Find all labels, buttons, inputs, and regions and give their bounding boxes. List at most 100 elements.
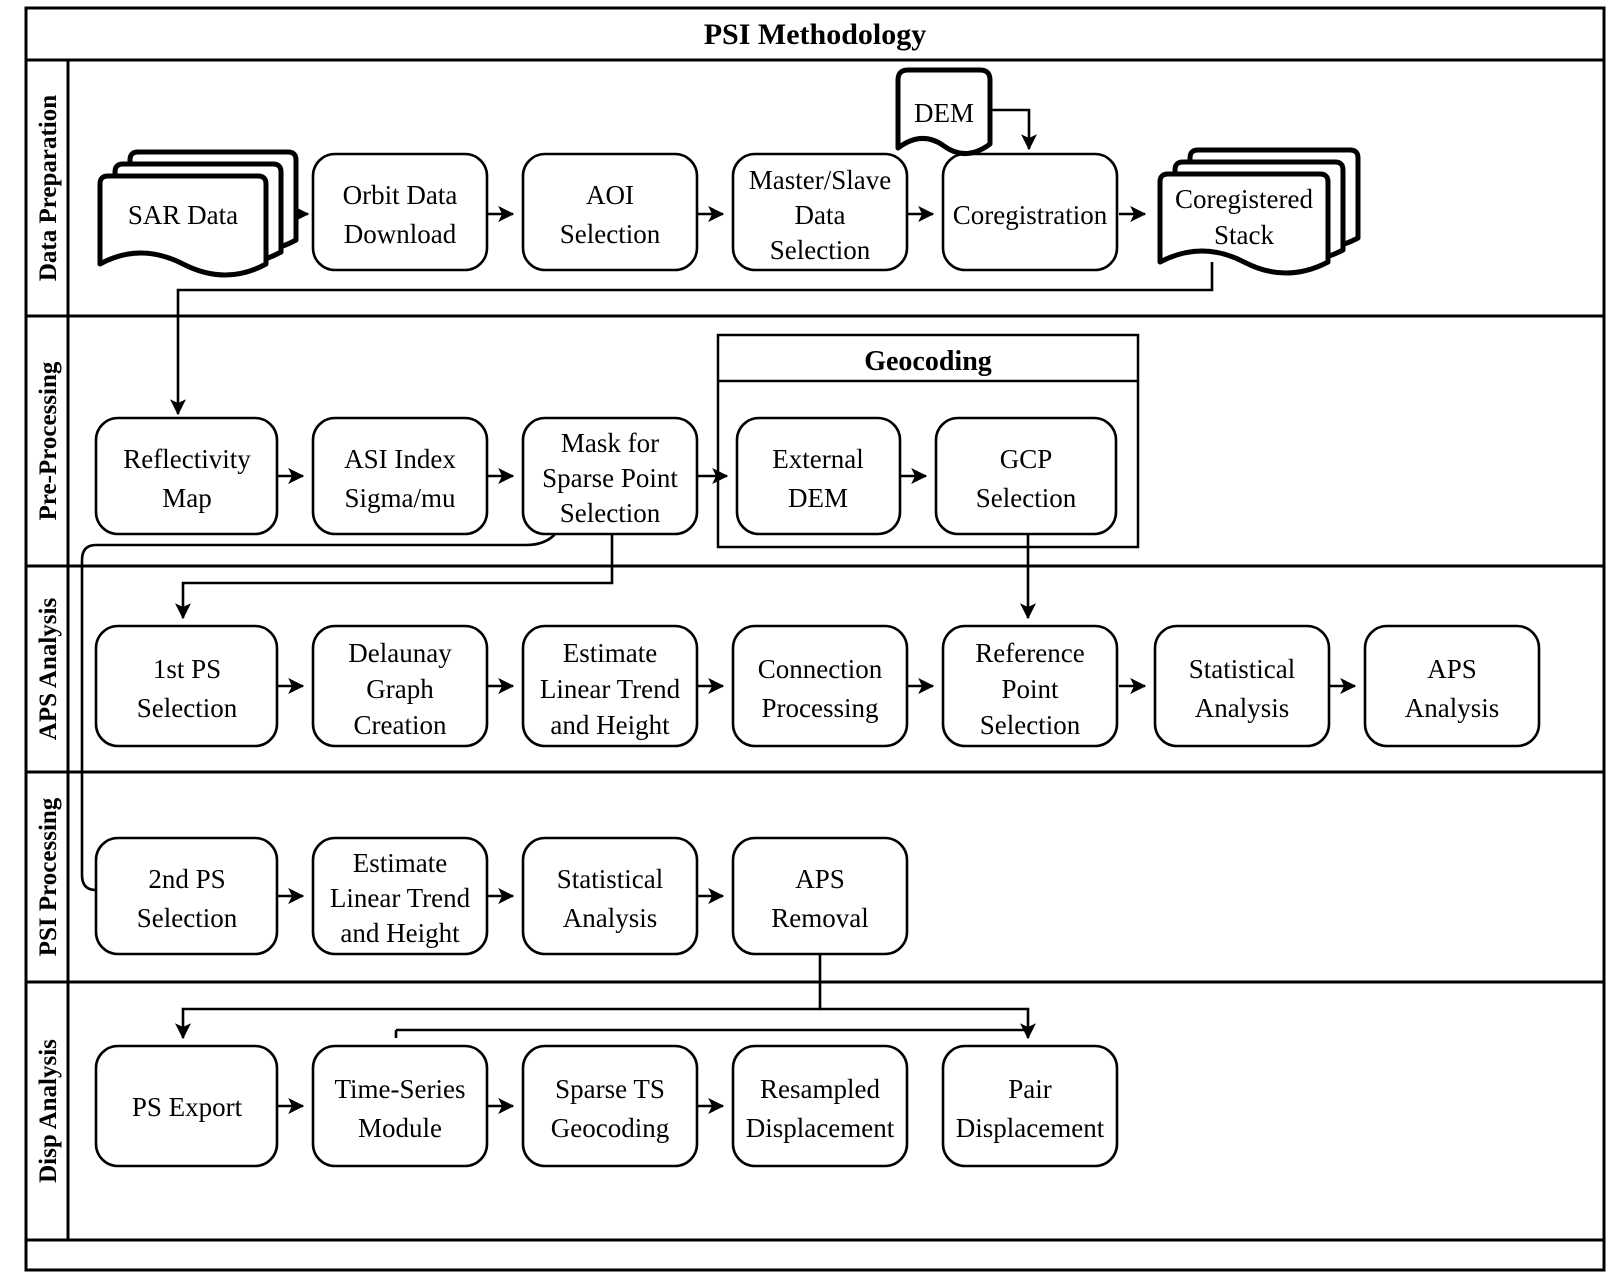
geocoding-group: Geocoding <box>716 333 1140 549</box>
node-label-secondps-l2: Selection <box>137 903 238 933</box>
flow-mask-to-first-ps <box>174 533 614 620</box>
node-dem[interactable]: DEM <box>895 67 993 156</box>
node-mask-sparse-point[interactable]: Mask for Sparse Point Selection <box>521 416 699 536</box>
node-asi-index[interactable]: ASI Index Sigma/mu <box>311 416 489 536</box>
node-label-sar-data: SAR Data <box>128 200 238 230</box>
node-first-ps-selection[interactable]: 1st PS Selection <box>94 624 279 748</box>
node-statistical-analysis-psi[interactable]: Statistical Analysis <box>521 836 699 956</box>
node-external-dem[interactable]: External DEM <box>735 416 902 536</box>
lane-label-pre-processing: Pre-Processing <box>35 361 62 520</box>
node-label-apsrem-l1: APS <box>795 864 845 894</box>
node-reference-point-selection[interactable]: Reference Point Selection <box>941 624 1119 748</box>
node-aoi-selection[interactable]: AOI Selection <box>521 152 699 272</box>
node-delaunay-graph[interactable]: Delaunay Graph Creation <box>311 624 489 748</box>
node-sparse-ts-geocoding[interactable]: Sparse TS Geocoding <box>521 1044 699 1168</box>
node-coregistered-stack[interactable]: Coregistered Stack <box>1157 147 1361 276</box>
flow-mask-to-second-ps <box>80 532 557 899</box>
node-reflectivity-map[interactable]: Reflectivity Map <box>94 416 279 536</box>
lane-label-data-preparation: Data Preparation <box>35 95 62 281</box>
lane-label-psi-processing: PSI Processing <box>35 797 62 956</box>
diagram-title: PSI Methodology <box>704 18 927 51</box>
node-connection-processing[interactable]: Connection Processing <box>731 624 909 748</box>
node-label-master-l2: Data <box>795 200 846 230</box>
node-label-master-l1: Master/Slave <box>749 165 891 195</box>
node-sar-data[interactable]: SAR Data <box>97 149 299 278</box>
node-label-reflectivity-l2: Map <box>162 483 212 513</box>
node-label-resamp-l2: Displacement <box>746 1113 895 1143</box>
node-master-slave-selection[interactable]: Master/Slave Data Selection <box>731 152 909 272</box>
node-label-mask-l3: Selection <box>560 498 661 528</box>
node-label-est2-l3: and Height <box>340 918 460 948</box>
node-label-gcp-l2: Selection <box>976 483 1077 513</box>
node-label-est1-l1: Estimate <box>563 638 657 668</box>
node-label-firstps-l2: Selection <box>137 693 238 723</box>
node-estimate-linear-trend-aps[interactable]: Estimate Linear Trend and Height <box>521 624 699 748</box>
flow-aps-removal-to-pair-displacement <box>820 1007 1037 1040</box>
node-label-orbit-l1: Orbit Data <box>343 180 458 210</box>
node-statistical-analysis-aps[interactable]: Statistical Analysis <box>1153 624 1331 748</box>
node-label-stack-l1: Coregistered <box>1175 184 1313 214</box>
node-label-stat1-l1: Statistical <box>1189 654 1295 684</box>
node-label-conn-l1: Connection <box>758 654 883 684</box>
node-label-extdem-l2: DEM <box>788 483 848 513</box>
node-label-stack-l2: Stack <box>1214 220 1274 250</box>
node-label-refpt-l3: Selection <box>980 710 1081 740</box>
node-label-delaunay-l1: Delaunay <box>348 638 452 668</box>
node-aps-removal[interactable]: APS Removal <box>731 836 909 956</box>
node-label-stat2-l2: Analysis <box>563 903 658 933</box>
node-estimate-linear-trend-psi[interactable]: Estimate Linear Trend and Height <box>311 836 489 956</box>
node-label-extdem-l1: External <box>772 444 863 474</box>
node-label-refpt-l1: Reference <box>975 638 1084 668</box>
node-pair-displacement[interactable]: Pair Displacement <box>941 1044 1119 1168</box>
node-orbit-data-download[interactable]: Orbit Data Download <box>311 152 489 272</box>
node-label-aoi-l1: AOI <box>586 180 634 210</box>
node-label-refpt-l2: Point <box>1001 674 1059 704</box>
node-label-pair-l2: Displacement <box>956 1113 1105 1143</box>
node-resampled-displacement[interactable]: Resampled Displacement <box>731 1044 909 1168</box>
node-label-delaunay-l3: Creation <box>354 710 447 740</box>
node-label-ts-l2: Module <box>358 1113 442 1143</box>
node-label-reflectivity-l1: Reflectivity <box>123 444 251 474</box>
node-label-stat1-l2: Analysis <box>1195 693 1290 723</box>
node-label-orbit-l2: Download <box>344 219 457 249</box>
node-label-apsan-l1: APS <box>1427 654 1477 684</box>
geocoding-group-title: Geocoding <box>864 346 992 377</box>
node-aps-analysis[interactable]: APS Analysis <box>1363 624 1541 748</box>
node-label-resamp-l1: Resampled <box>760 1074 880 1104</box>
node-label-firstps-l1: 1st PS <box>153 654 221 684</box>
node-label-apsan-l2: Analysis <box>1405 693 1500 723</box>
node-label-est2-l2: Linear Trend <box>330 883 471 913</box>
node-label-est2-l1: Estimate <box>353 848 447 878</box>
node-label-sparse-l2: Geocoding <box>551 1113 669 1143</box>
node-label-mask-l2: Sparse Point <box>542 463 678 493</box>
node-label-secondps-l1: 2nd PS <box>148 864 225 894</box>
node-coregistration[interactable]: Coregistration <box>941 152 1119 272</box>
node-label-coregistration: Coregistration <box>953 200 1108 230</box>
node-time-series-module[interactable]: Time-Series Module <box>311 1044 489 1168</box>
node-label-est1-l3: and Height <box>550 710 670 740</box>
lane-label-disp-analysis: Disp Analysis <box>35 1039 62 1183</box>
node-label-sparse-l1: Sparse TS <box>555 1074 665 1104</box>
connectors <box>80 108 1357 1115</box>
flow-aps-removal-to-ps-export <box>174 954 822 1040</box>
outer-frame <box>24 6 1606 1272</box>
node-label-mask-l1: Mask for <box>561 428 659 458</box>
node-label-gcp-l1: GCP <box>1000 444 1053 474</box>
flow-dem-to-coreg <box>989 108 1038 151</box>
lane-labels: Data Preparation Pre-Processing APS Anal… <box>35 95 62 1183</box>
node-label-aoi-l2: Selection <box>560 219 661 249</box>
node-label-conn-l2: Processing <box>762 693 879 723</box>
node-label-ts-l1: Time-Series <box>334 1074 465 1104</box>
node-label-stat2-l1: Statistical <box>557 864 663 894</box>
node-gcp-selection[interactable]: GCP Selection <box>934 416 1118 536</box>
node-second-ps-selection[interactable]: 2nd PS Selection <box>94 836 279 956</box>
node-label-master-l3: Selection <box>770 235 871 265</box>
node-label-delaunay-l2: Graph <box>366 674 434 704</box>
node-label-asi-l1: ASI Index <box>344 444 456 474</box>
lane-label-aps-analysis: APS Analysis <box>35 598 62 741</box>
node-ps-export[interactable]: PS Export <box>94 1044 279 1168</box>
node-label-est1-l2: Linear Trend <box>540 674 681 704</box>
node-label-asi-l2: Sigma/mu <box>344 483 456 513</box>
flow-stack-to-reflectivity <box>169 262 1214 416</box>
